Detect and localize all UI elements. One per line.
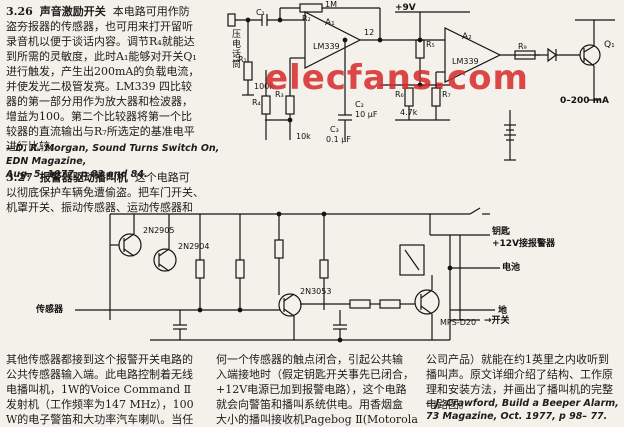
sensor-label: 传感器 <box>36 305 64 315</box>
section-number: 3.27 <box>6 171 33 184</box>
part-r4: R₄ <box>252 98 261 107</box>
output-current-label: 0–200 mA <box>560 96 610 106</box>
part-10k: 10k <box>296 132 311 141</box>
key-label: 钥匙 <box>492 227 511 237</box>
part-c1: C₁ <box>256 8 265 17</box>
paragraph-line: 录音机以便于谈话内容。调节R₄就能达 <box>6 35 195 48</box>
section-title: 报警器驱动播叫机 <box>39 171 128 184</box>
watermark: elecfans.com <box>265 58 529 98</box>
part-0.1uf: 0.1 μF <box>326 135 351 144</box>
ic-label-1: LM339 <box>313 42 340 51</box>
section-326: 3.26 声音激励开关 本电路可用作防 盗夯报器的传感器，也可用来打开留听 录音… <box>6 4 224 154</box>
part-pin12: 12 <box>364 28 375 37</box>
transistor-2n3053: 2N3053 <box>300 287 332 296</box>
transistor-2n2905: 2N2905 <box>143 226 175 235</box>
section-327: 3.27 报警器驱动播叫机 这个电路可 以彻底保护车辆免遭偷盗。把车门开关、 机… <box>6 170 224 215</box>
paragraph-line: 电播叫机，1W的Voice Command Ⅱ <box>6 383 192 396</box>
ground-label: 地 <box>498 306 508 316</box>
supply-label: +9V <box>395 3 416 13</box>
citation-327: —J. Crawford, Build a Beeper Alarm, 73 M… <box>426 397 622 423</box>
paragraph-line: 发射机（工作频率为147 MHz），100 <box>6 398 194 411</box>
paragraph-line: 到所需的灵敏度，此时A₁能够对开关Q₁ <box>6 50 197 63</box>
paragraph-line: 这个电路可 <box>134 171 190 184</box>
paragraph-line: 理和安装方法，并画出了播叫机的完整 <box>426 383 613 396</box>
citation-line: —J. Crawford, Build a Beeper Alarm, 73 M… <box>426 398 619 422</box>
paragraph-line: 大小的播叫接收机Pagebog Ⅱ(Motorola <box>216 413 418 426</box>
part-q1: Q₁ <box>604 40 615 50</box>
bottom-column-2: 何一个传感器的触点闭合，引起公共输 入端接地时（假定钥匙开关事先已闭合， +12… <box>216 352 422 427</box>
part-r5: R₅ <box>426 40 435 49</box>
paragraph-line: 盗夯报器的传感器，也可用来打开留听 <box>6 20 193 33</box>
paragraph-line: 进行触发，产生出200mA的负载电流， <box>6 65 200 78</box>
paragraph-line: 进行比较。 <box>6 140 61 153</box>
mic-label: 压电话筒 <box>232 30 242 70</box>
part-c2: C₂ <box>355 100 364 109</box>
paragraph-line: 公司产品）就能在约1英里之内收听到 <box>426 353 609 366</box>
part-4.7k: 4.7k <box>400 108 418 117</box>
paragraph-line: +12V电源已加到报警电路），这个电路 <box>216 383 407 396</box>
bottom-column-1: 其他传感器都接到这个报警开关电路的 公共传感器输入端。此电路控制着无线 电播叫机… <box>6 352 212 427</box>
paragraph-line: 并使发光二极管发亮。LM339 四比较 <box>6 80 193 93</box>
part-100k: 100k <box>254 82 274 91</box>
section-title: 声音激励开关 <box>39 5 106 18</box>
paragraph-line: 增益为100。第二个比较器将第一个比 <box>6 110 192 123</box>
citation-line: 77. <box>590 411 608 422</box>
paragraph-line: 播叫声。原文详细介绍了结构、工作原 <box>426 368 613 381</box>
paragraph-line: 器的第一部分用作为放大器和检波器， <box>6 95 193 108</box>
part-r6: R₆ <box>395 90 404 99</box>
bottom-column-3: 公司产品）就能在约1英里之内收听到 播叫声。原文详细介绍了结构、工作原 理和安装… <box>426 352 622 412</box>
paragraph-line: W的电子警笛和大功率汽车喇叭。当任 <box>6 413 194 426</box>
amp-label-2: A₂ <box>462 32 472 42</box>
paragraph-line: 机罩开关、振动传感器、运动传感器和 <box>6 201 193 214</box>
citation-line: —D. R. Morgan, Sound Turns Switch On, ED… <box>6 143 220 167</box>
paragraph-line: 公共传感器输入端。此电路控制着无线 <box>6 368 193 381</box>
paragraph-line: 就会向警笛和播叫系统供电。用香烟盒 <box>216 398 403 411</box>
part-r9: R₉ <box>518 42 527 51</box>
paragraph-line: 何一个传感器的触点闭合，引起公共输 <box>216 353 403 366</box>
paragraph-line: 其他传感器都接到这个报警开关电路的 <box>6 353 193 366</box>
paragraph-line: 电路图。 <box>426 398 470 411</box>
paragraph-line: 入端接地时（假定钥匙开关事先已闭合， <box>216 368 414 381</box>
part-1m: 1M <box>325 0 337 9</box>
part-r2: R₂ <box>302 14 311 23</box>
switch-label: →开关 <box>484 316 510 326</box>
paragraph-line: 以彻底保护车辆免遭偷盗。把车门开关、 <box>6 186 204 199</box>
citation-line: Aug. 5, 1977, p 82 and 84. <box>6 169 148 180</box>
paragraph-line: 本电路可用作防 <box>112 5 190 18</box>
battery-label: 电池 <box>502 263 521 273</box>
ic-label-2: LM339 <box>452 57 479 66</box>
section-number: 3.26 <box>6 5 33 18</box>
amp-label-1: A₁ <box>325 18 335 28</box>
part-r7: R₇ <box>442 90 451 99</box>
part-10uf: 10 μF <box>355 110 378 119</box>
alarm-12v-label: +12V接报警器 <box>492 239 556 249</box>
transistor-2n2904: 2N2904 <box>178 242 210 251</box>
part-c3: C₃ <box>330 125 339 134</box>
paragraph-line: 较器的直流输出与R₇所选定的基准电平 <box>6 125 195 138</box>
transistor-mpsd20: MPS-D20 <box>440 318 477 327</box>
part-r1: R₁ <box>238 55 247 64</box>
part-r3: R₃ <box>275 90 284 99</box>
citation-326: —D. R. Morgan, Sound Turns Switch On, ED… <box>6 142 224 181</box>
